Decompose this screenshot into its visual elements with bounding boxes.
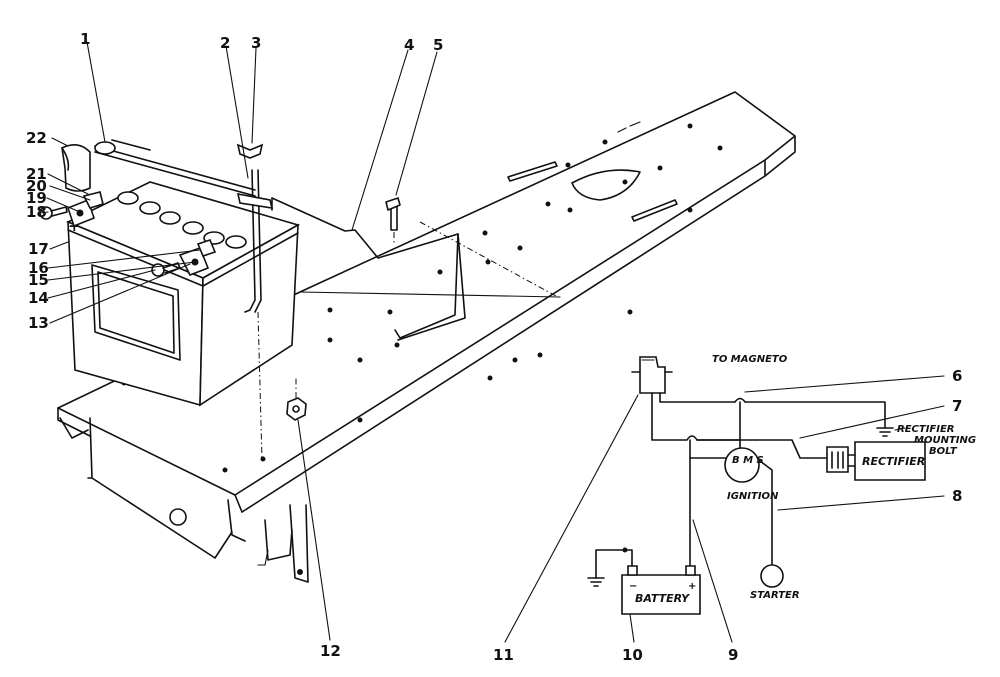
cable-boot-22 xyxy=(61,144,91,192)
callout-leaders xyxy=(39,41,945,643)
hold-down-rod-1 xyxy=(94,139,256,197)
callout-numbers: 1 2 3 4 5 6 7 8 9 10 11 12 13 14 15 16 1… xyxy=(26,30,962,664)
callout-14: 14 xyxy=(28,289,49,307)
callout-22: 22 xyxy=(26,129,47,147)
ignition-switch-terminals: B M S xyxy=(732,455,764,466)
callout-2: 2 xyxy=(220,34,230,52)
wing-nut-3 xyxy=(236,143,264,159)
callout-18: 18 xyxy=(26,203,47,221)
hold-down-rod-2 xyxy=(236,169,274,461)
battery-label: BATTERY xyxy=(635,592,690,605)
rectifier-bolt-label-2: MOUNTING xyxy=(914,435,976,446)
callout-15: 15 xyxy=(28,271,49,289)
callout-12: 12 xyxy=(320,642,341,660)
to-magneto-label: TO MAGNETO xyxy=(712,354,788,365)
frame-chassis xyxy=(57,91,796,583)
battery: + − xyxy=(66,181,301,407)
callout-3: 3 xyxy=(251,34,261,52)
callout-20: 20 xyxy=(26,177,47,195)
starter-label: STARTER xyxy=(750,590,800,601)
callout-19: 19 xyxy=(26,189,47,207)
callout-5: 5 xyxy=(433,36,443,54)
callout-1: 1 xyxy=(80,30,90,48)
callout-21: 21 xyxy=(26,165,47,183)
frame-holes xyxy=(121,123,723,473)
wiring-schematic: TO MAGNETO B M S IGNITION RECTIFIER MOUN… xyxy=(587,354,976,615)
callout-6: 6 xyxy=(952,367,962,385)
battery-neg-label: − xyxy=(629,581,637,592)
callout-4: 4 xyxy=(404,36,414,54)
battery-caps xyxy=(117,191,247,249)
callout-16: 16 xyxy=(28,259,49,277)
callout-9: 9 xyxy=(728,646,738,664)
bolt-5 xyxy=(385,197,401,245)
callout-17: 17 xyxy=(28,240,49,258)
callout-10: 10 xyxy=(622,646,643,664)
rectifier-bolt-label-3: BOLT xyxy=(929,446,958,457)
ignition-label: IGNITION xyxy=(727,491,779,502)
battery-hold-down-bracket xyxy=(271,197,466,341)
rectifier-bolt-label-1: RECTIFIER xyxy=(897,424,955,435)
nut-12 xyxy=(286,378,307,421)
battery-pos-label: + xyxy=(688,581,696,592)
callout-7: 7 xyxy=(952,397,962,415)
callout-8: 8 xyxy=(952,487,962,505)
rectifier-label: RECTIFIER xyxy=(862,455,925,468)
callout-13: 13 xyxy=(28,314,49,332)
callout-11: 11 xyxy=(493,646,514,664)
